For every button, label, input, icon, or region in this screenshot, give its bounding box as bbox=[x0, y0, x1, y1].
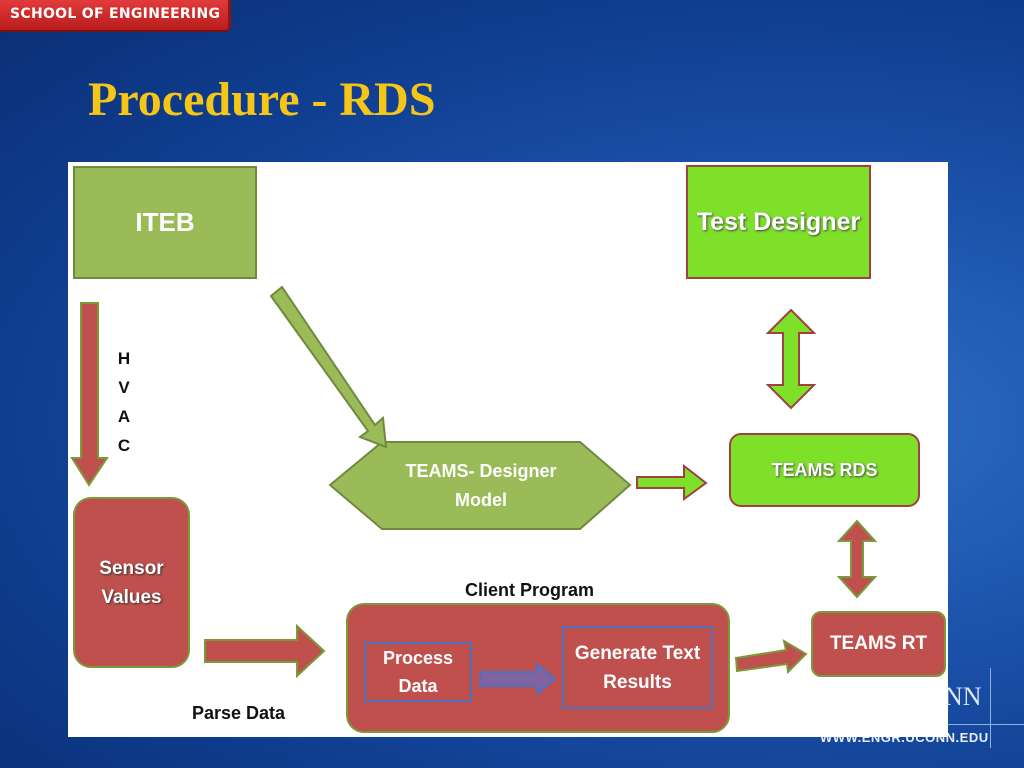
teams-designer-model-label: TEAMS- Designer Model bbox=[405, 460, 557, 510]
parse-data-label: Parse Data bbox=[192, 703, 286, 723]
teams-rds-box: TEAMS RDS bbox=[729, 433, 920, 507]
school-badge-text: SCHOOL OF ENGINEERING bbox=[10, 6, 221, 22]
logo-divider-vertical bbox=[990, 668, 991, 748]
hvac-letter: V bbox=[118, 378, 130, 397]
hvac-letter: H bbox=[117, 349, 131, 368]
client-to-rt-arrow bbox=[734, 638, 808, 675]
sensor-values-box: Sensor Values bbox=[73, 497, 190, 668]
iteb-to-model-arrow bbox=[269, 285, 388, 449]
testdesigner-rds-double-arrow bbox=[765, 308, 817, 410]
test-designer-box: Test Designer bbox=[686, 165, 871, 279]
hvac-label: H V A C bbox=[116, 344, 132, 460]
uconn-logo-fragment: NN bbox=[944, 682, 982, 711]
hvac-letter: A bbox=[117, 407, 131, 426]
hvac-letter: C bbox=[117, 436, 131, 455]
teams-rt-box: TEAMS RT bbox=[811, 611, 946, 677]
process-data-box: Process Data bbox=[364, 642, 472, 702]
slide-title: Procedure - RDS bbox=[88, 73, 436, 126]
iteb-box: ITEB bbox=[73, 166, 257, 279]
model-to-rds-arrow bbox=[636, 463, 708, 501]
hvac-down-arrow bbox=[70, 302, 109, 487]
process-to-generate-arrow bbox=[479, 661, 557, 697]
sensor-to-client-arrow bbox=[204, 623, 326, 679]
generate-text-results-box: Generate Text Results bbox=[562, 626, 713, 709]
school-badge: SCHOOL OF ENGINEERING bbox=[0, 0, 231, 32]
client-program-label: Client Program bbox=[465, 580, 595, 600]
rds-rt-double-arrow bbox=[836, 519, 878, 599]
